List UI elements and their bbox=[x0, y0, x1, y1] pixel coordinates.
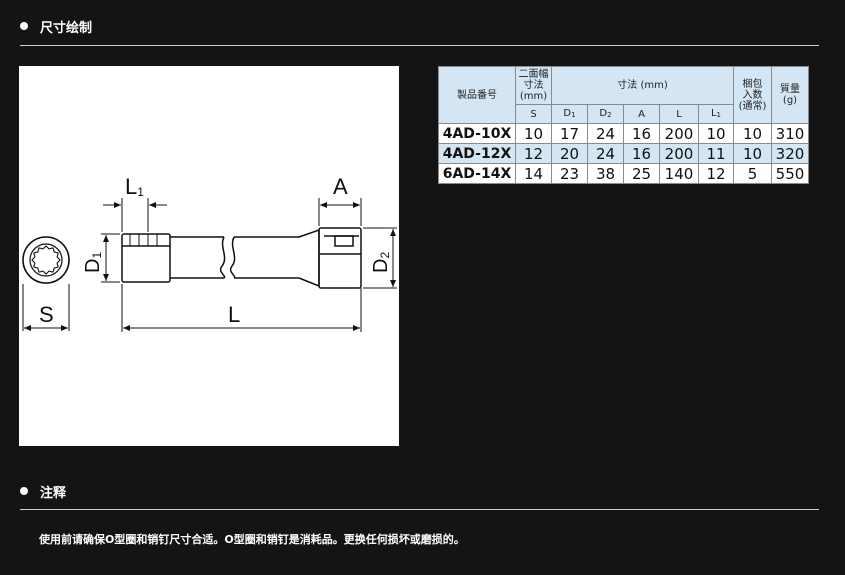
header-across-flats: 二面幅 寸法 (mm) bbox=[515, 66, 552, 105]
header-model: 製品番号 bbox=[438, 66, 516, 124]
header-dimensions: 寸法 (mm) bbox=[551, 66, 734, 105]
extension-bar-diagram: L1 A D1 D2 S L bbox=[22, 174, 397, 332]
table-row: 4AD-12X 12 20 24 16 200 11 10 320 bbox=[438, 143, 809, 164]
note-text: 使用前请确保O型圈和销钉尺寸合适。O型圈和销钉是消耗品。更换任何损坏或磨损的。 bbox=[39, 533, 465, 546]
d2-label: D2 bbox=[370, 252, 392, 273]
dimensions-section-header: 尺寸绘制 bbox=[20, 14, 819, 38]
section-divider bbox=[20, 509, 819, 510]
subheader-l: L bbox=[659, 104, 699, 124]
table-row: 4AD-10X 10 17 24 16 200 10 10 310 bbox=[438, 123, 809, 144]
dimension-drawing: L1 A D1 D2 S L bbox=[19, 66, 399, 446]
subheader-l1: L1 bbox=[698, 104, 734, 124]
subheader-d2: D2 bbox=[587, 104, 624, 124]
dimensions-section-title: 尺寸绘制 bbox=[40, 20, 93, 36]
subheader-a: A bbox=[623, 104, 660, 124]
bullet-icon bbox=[20, 22, 28, 30]
l1-label: L1 bbox=[125, 174, 144, 199]
a-label: A bbox=[333, 174, 348, 199]
spec-table: 製品番号 二面幅 寸法 (mm) 寸法 (mm) 梱包 入数 (通常) 質量 (… bbox=[438, 66, 809, 184]
bullet-icon bbox=[20, 487, 28, 495]
dimension-lines bbox=[22, 198, 397, 332]
section-divider bbox=[20, 45, 819, 46]
header-weight: 質量 (g) bbox=[771, 66, 809, 124]
subheader-d1: D1 bbox=[551, 104, 588, 124]
header-pack: 梱包 入数 (通常) bbox=[733, 66, 772, 124]
d1-label: D1 bbox=[82, 252, 104, 273]
extension-bar-body bbox=[121, 227, 362, 289]
subheader-s: S bbox=[515, 104, 552, 124]
table-row: 6AD-14X 14 23 38 25 140 12 5 550 bbox=[438, 163, 809, 184]
s-label: S bbox=[39, 302, 54, 327]
socket-end-view bbox=[22, 236, 70, 284]
notes-section-header: 注释 bbox=[20, 479, 819, 503]
l-label: L bbox=[228, 302, 240, 327]
notes-section-title: 注释 bbox=[40, 485, 67, 501]
